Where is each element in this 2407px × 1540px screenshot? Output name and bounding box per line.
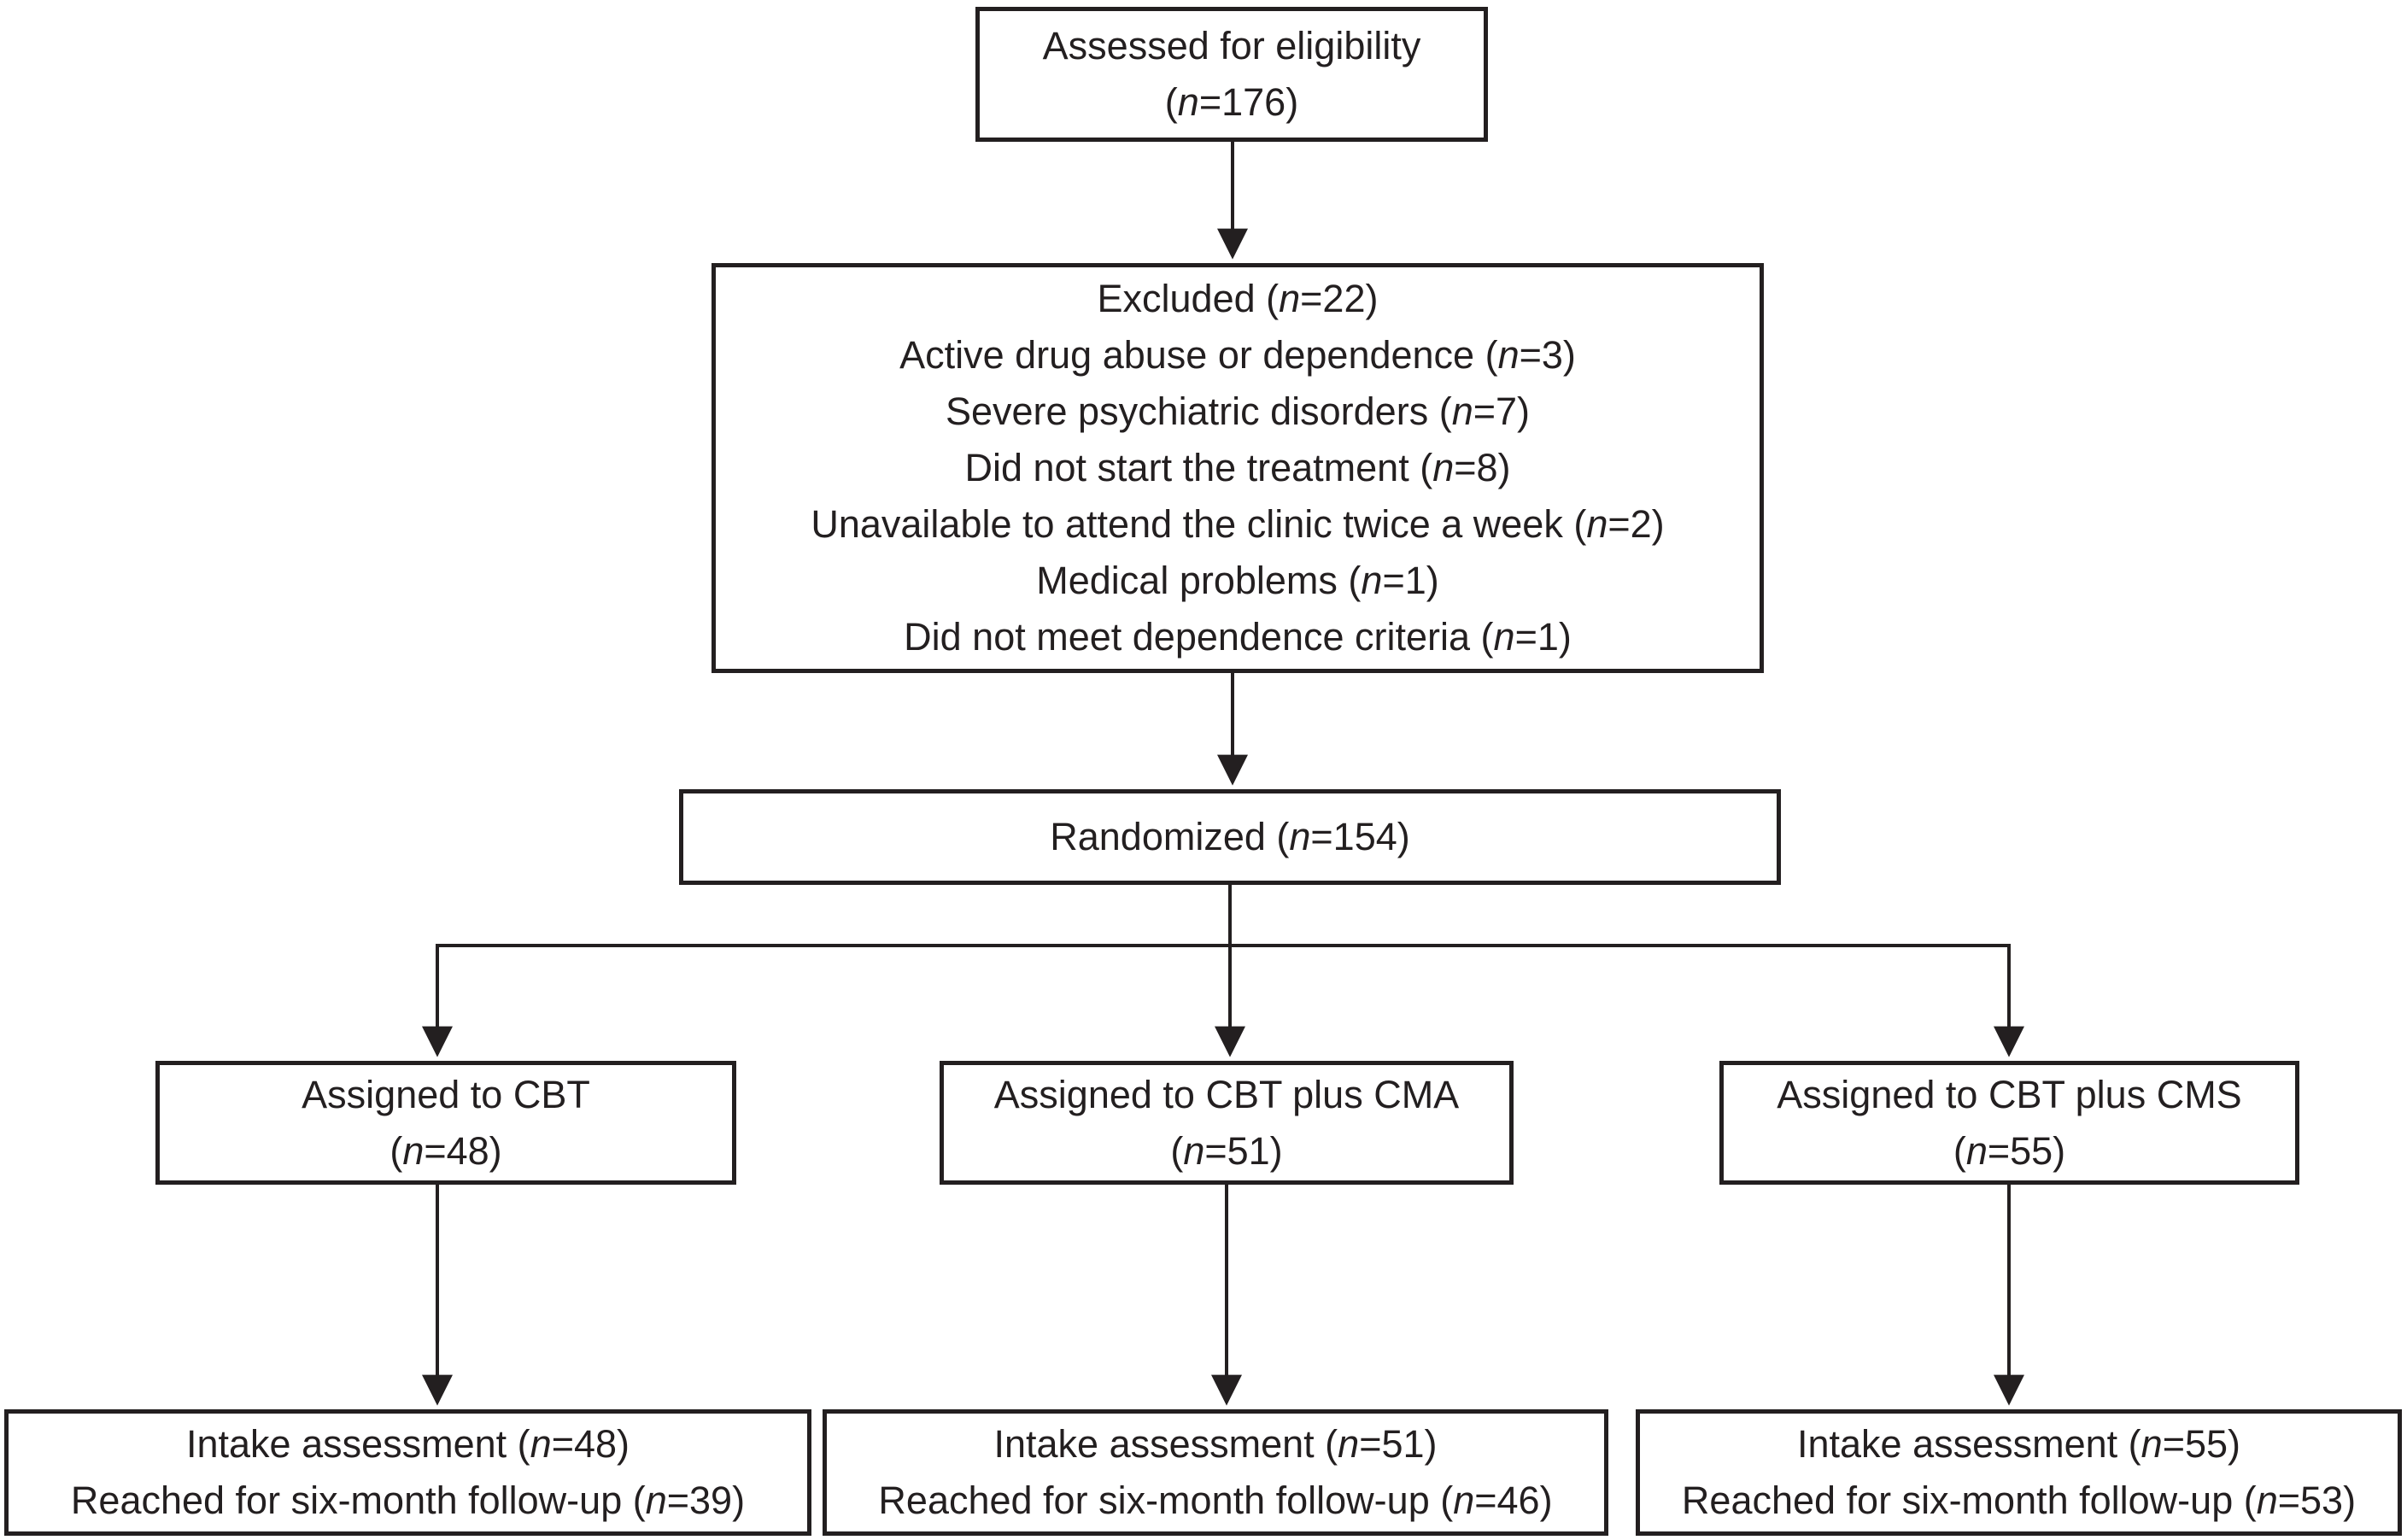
box-line: Active drug abuse or dependence (n=3) — [899, 333, 1576, 377]
box-line: Severe psychiatric disorders (n=7) — [945, 389, 1531, 433]
box-line: (n=176) — [1164, 80, 1299, 124]
box-line: Intake assessment (n=51) — [993, 1422, 1438, 1466]
box-line: Randomized (n=154) — [1050, 815, 1410, 858]
box-assigned-cbt-plus-cma: Assigned to CBT plus CMA (n=51) — [940, 1061, 1514, 1185]
box-randomized: Randomized (n=154) — [679, 789, 1781, 885]
box-line: Intake assessment (n=55) — [1796, 1422, 2241, 1466]
box-line: Did not meet dependence criteria (n=1) — [904, 615, 1572, 659]
box-line: (n=48) — [389, 1128, 502, 1173]
box-outcome-cbt-plus-cms: Intake assessment (n=55) Reached for six… — [1636, 1409, 2402, 1536]
box-line: Reached for six-month follow-up (n=46) — [878, 1479, 1553, 1522]
box-excluded: Excluded (n=22) Active drug abuse or dep… — [712, 263, 1764, 673]
box-line: Unavailable to attend the clinic twice a… — [811, 502, 1665, 546]
box-line: (n=55) — [1953, 1128, 2066, 1173]
box-line: (n=51) — [1170, 1128, 1283, 1173]
box-outcome-cbt: Intake assessment (n=48) Reached for six… — [4, 1409, 811, 1536]
box-line: Intake assessment (n=48) — [185, 1422, 630, 1466]
box-line: Assigned to CBT — [302, 1072, 590, 1116]
box-line: Excluded (n=22) — [1097, 277, 1379, 320]
box-line: Assigned to CBT plus CMA — [993, 1072, 1460, 1116]
box-outcome-cbt-plus-cma: Intake assessment (n=51) Reached for six… — [823, 1409, 1608, 1536]
box-assessed-eligibility: Assessed for eligibility (n=176) — [975, 7, 1488, 142]
box-assigned-cbt: Assigned to CBT (n=48) — [155, 1061, 736, 1185]
box-line: Assigned to CBT plus CMS — [1777, 1072, 2242, 1116]
box-line: Reached for six-month follow-up (n=53) — [1681, 1479, 2357, 1522]
box-line: Did not start the treatment (n=8) — [964, 446, 1511, 489]
box-line: Assessed for eligibility — [1042, 24, 1421, 67]
box-line: Medical problems (n=1) — [1036, 559, 1439, 602]
box-line: Reached for six-month follow-up (n=39) — [70, 1479, 746, 1522]
box-assigned-cbt-plus-cms: Assigned to CBT plus CMS (n=55) — [1719, 1061, 2299, 1185]
